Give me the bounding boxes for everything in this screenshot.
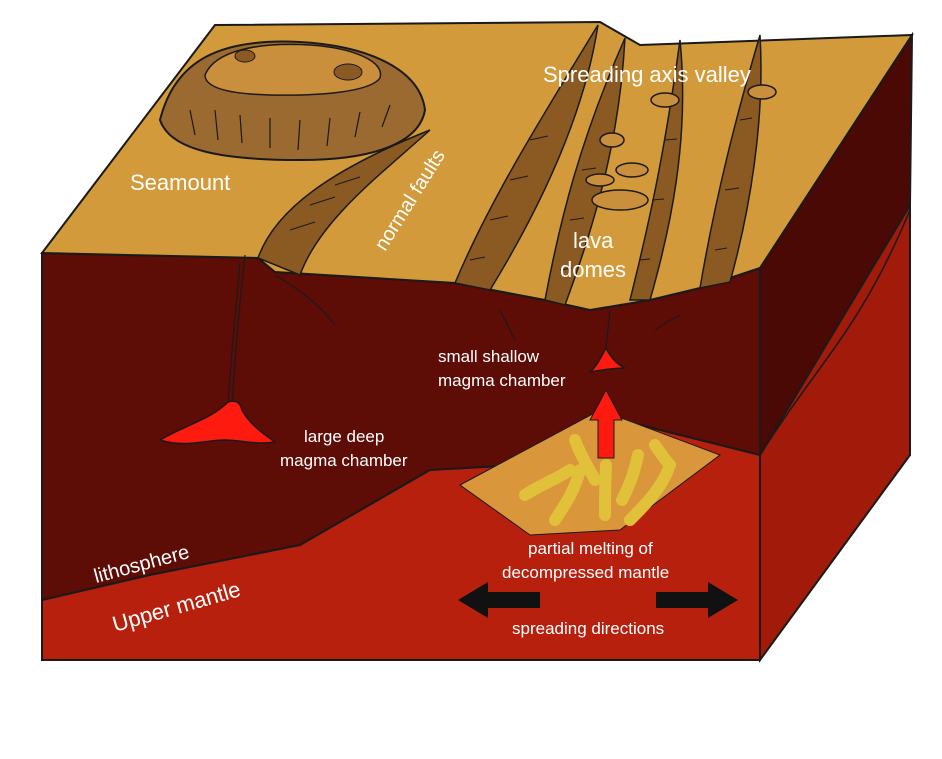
fault-hatching <box>289 117 753 271</box>
label-small-chamber-line1: small shallow <box>438 347 540 366</box>
spreading-arrow-left <box>458 582 540 618</box>
label-large-chamber-line1: large deep <box>304 427 384 446</box>
fault-scarp-left <box>257 129 431 276</box>
large-deep-magma-chamber <box>158 400 277 445</box>
label-partial-melting-line1: partial melting of <box>528 539 653 558</box>
melt-streaks <box>519 434 676 526</box>
lava-domes-shapes <box>585 84 777 211</box>
label-lava-domes-line1: lava <box>573 228 614 253</box>
label-large-chamber-line2: magma chamber <box>280 451 408 470</box>
spreading-arrow-right <box>656 582 738 618</box>
small-shallow-magma-chamber <box>587 346 626 374</box>
label-spreading-directions: spreading directions <box>512 619 664 638</box>
seamount-shape <box>158 40 427 162</box>
right-face-boundary <box>759 209 911 456</box>
valley-fault-scarps <box>453 24 762 306</box>
magma-ascent-arrow <box>589 388 623 459</box>
label-seamount: Seamount <box>130 170 230 195</box>
label-lava-domes-line2: domes <box>560 257 626 282</box>
label-small-chamber-line2: magma chamber <box>438 371 566 390</box>
label-partial-melting-line2: decompressed mantle <box>502 563 669 582</box>
label-spreading-axis-valley: Spreading axis valley <box>543 62 751 87</box>
